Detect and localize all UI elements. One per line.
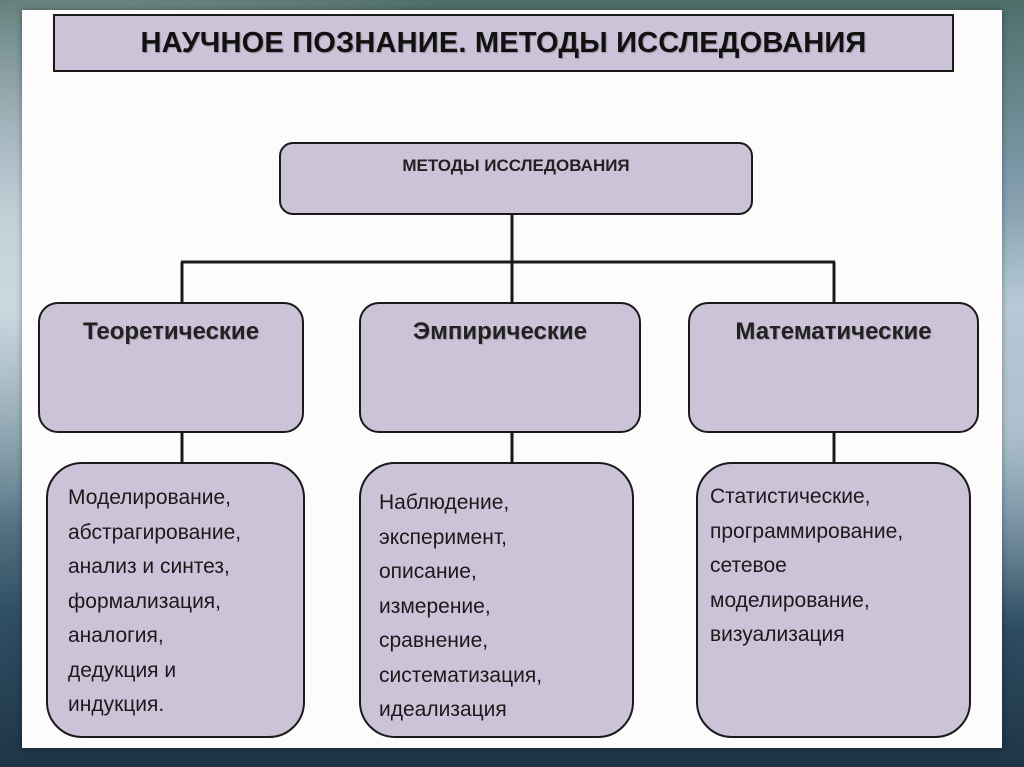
list-item: сетевое (710, 554, 787, 577)
list-item: индукция. (68, 693, 165, 716)
list-item: Статистические, (710, 485, 871, 508)
category-empirical: Эмпирические (359, 302, 641, 433)
list-item: описание, (379, 560, 477, 583)
empirical-methods-box: Наблюдение, эксперимент, описание, измер… (359, 462, 634, 738)
list-item: Наблюдение, (379, 491, 510, 514)
list-item: систематизация, (379, 663, 543, 687)
list-item: аналогия, (68, 624, 164, 647)
category-label: Теоретические (82, 318, 260, 345)
list-item: абстрагирование, (68, 520, 242, 544)
list-item: идеализация (379, 698, 507, 721)
list-item: формализация, (68, 589, 222, 613)
title-banner: НАУЧНОЕ ПОЗНАНИЕ. МЕТОДЫ ИССЛЕДОВАНИЯ (53, 14, 954, 72)
list-item: моделирование, (710, 588, 870, 612)
list-item: программирование, (710, 519, 904, 543)
method-list: Статистические, программирование, сетево… (710, 480, 903, 653)
category-label: Математические (735, 318, 932, 345)
category-label: Эмпирические (413, 318, 587, 345)
list-item: эксперимент, (379, 525, 507, 549)
list-item: визуализация (710, 623, 845, 646)
root-node-label: МЕТОДЫ ИССЛЕДОВАНИЯ (402, 156, 630, 175)
category-theoretical: Теоретические (38, 302, 304, 433)
method-list: Наблюдение, эксперимент, описание, измер… (379, 486, 542, 728)
list-item: анализ и синтез, (68, 555, 230, 578)
list-item: дедукция и (68, 658, 177, 682)
root-node: МЕТОДЫ ИССЛЕДОВАНИЯ (279, 142, 753, 215)
mathematical-methods-box: Статистические, программирование, сетево… (696, 462, 971, 738)
list-item: Моделирование, (68, 486, 231, 509)
slide-title: НАУЧНОЕ ПОЗНАНИЕ. МЕТОДЫ ИССЛЕДОВАНИЯ (140, 26, 867, 59)
category-mathematical: Математические (688, 302, 979, 433)
list-item: сравнение, (379, 629, 489, 652)
list-item: измерение, (379, 594, 491, 618)
theoretical-methods-box: Моделирование, абстрагирование, анализ и… (46, 462, 305, 738)
method-list: Моделирование, абстрагирование, анализ и… (68, 481, 241, 723)
